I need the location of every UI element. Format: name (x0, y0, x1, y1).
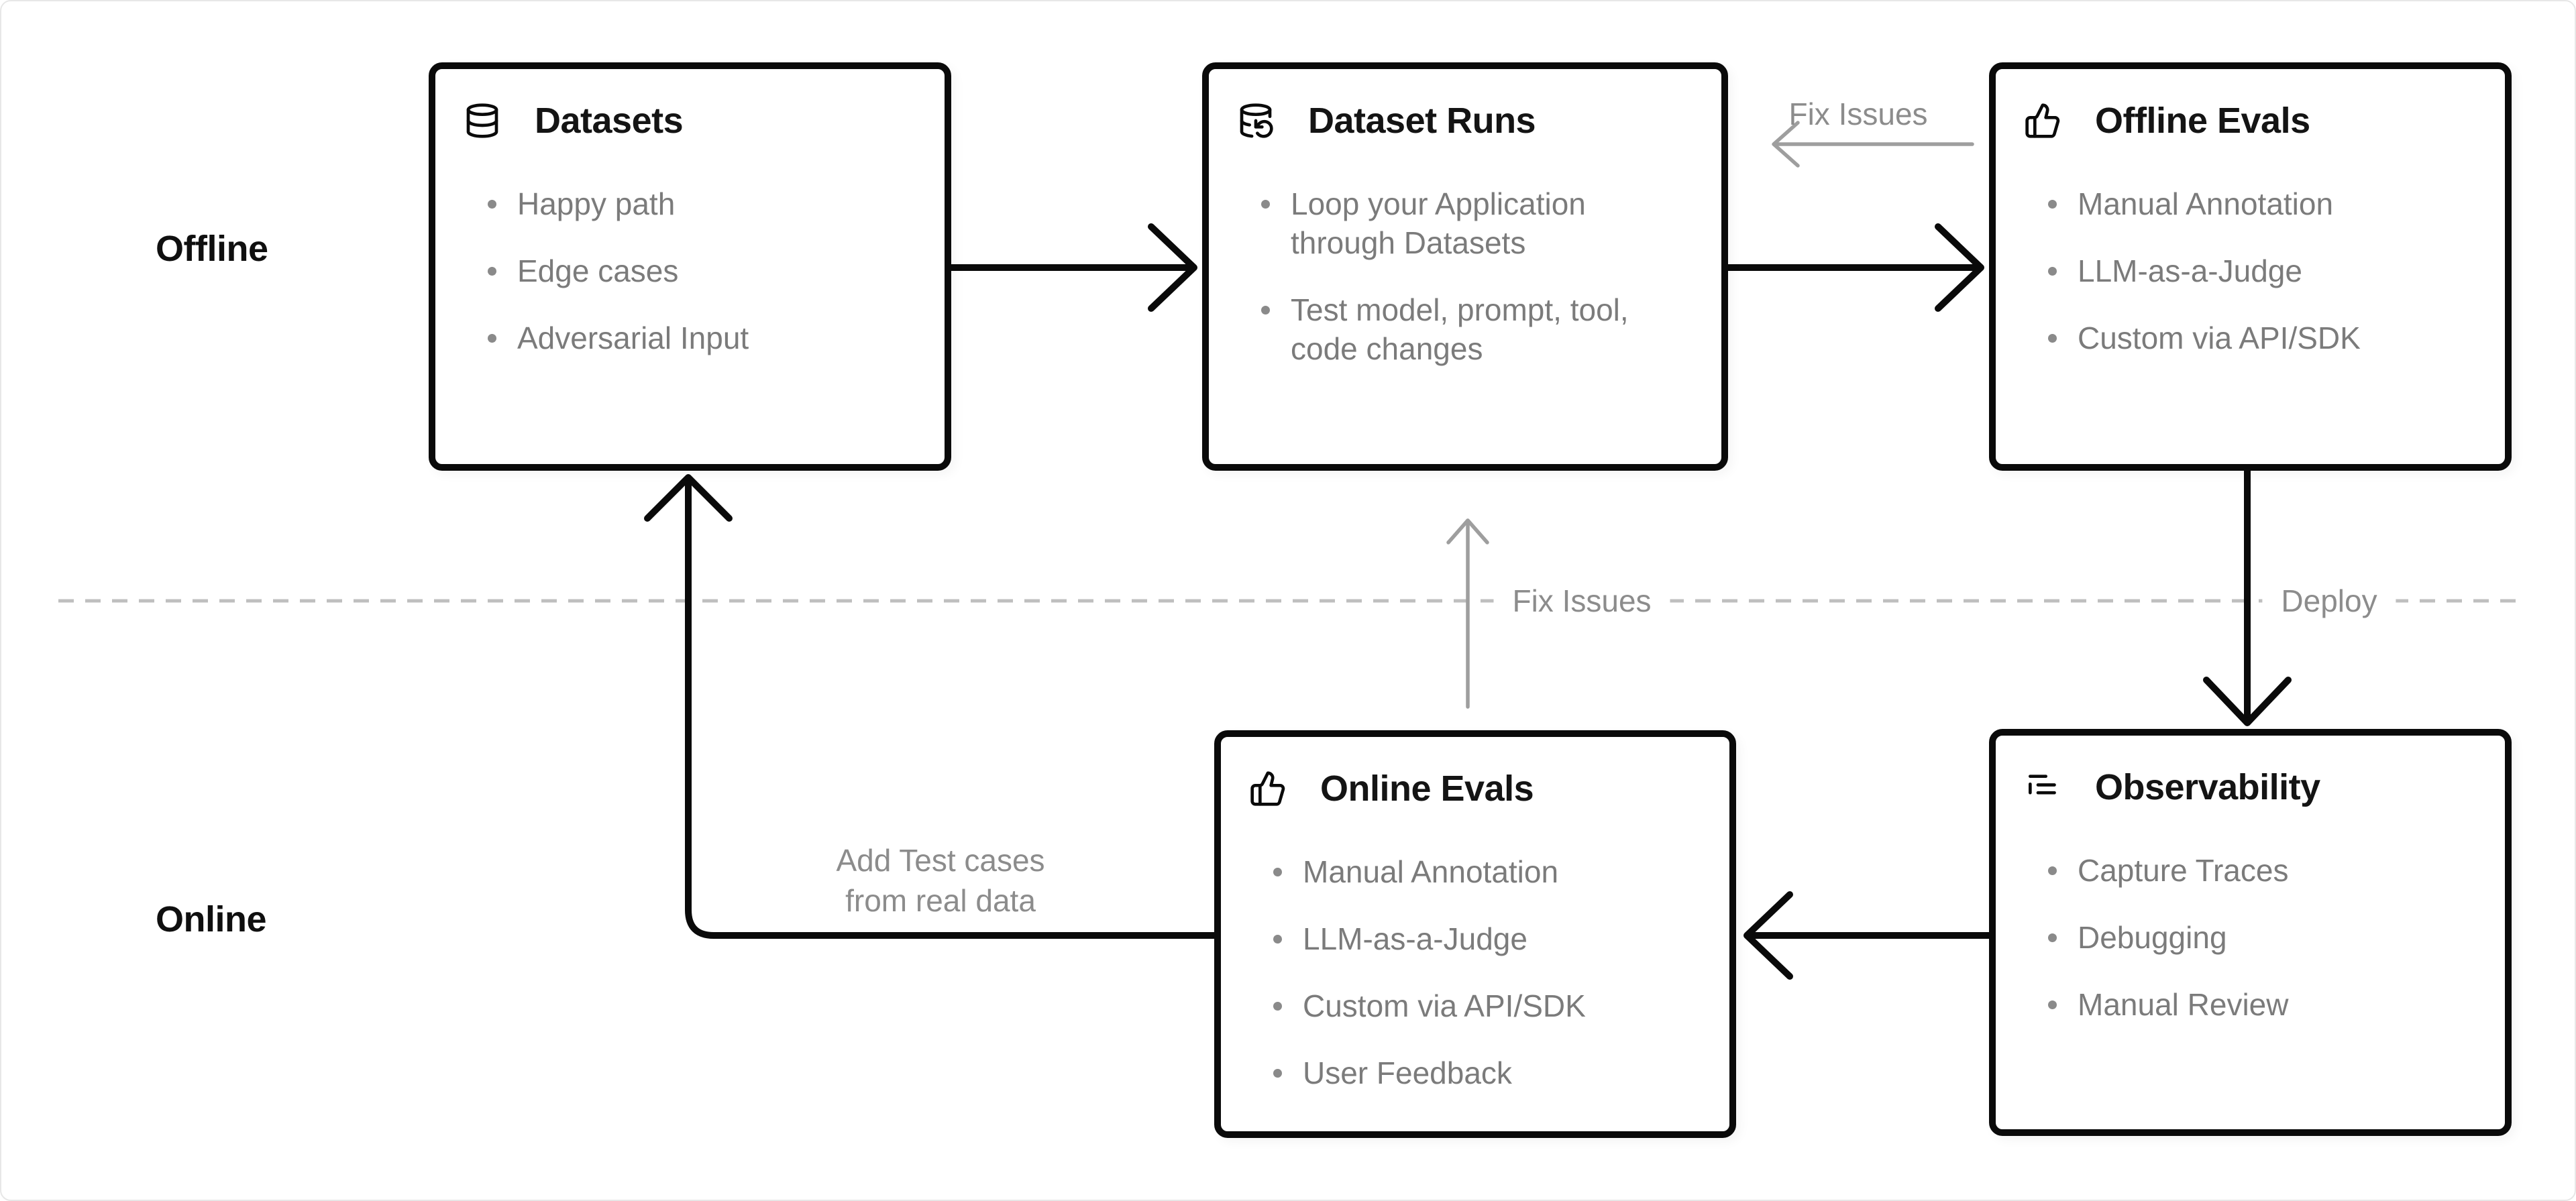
fix-issues-mid-label: Fix Issues (1493, 579, 1670, 623)
box-offline-evals: Offline Evals Manual Annotation LLM-as-a… (1989, 62, 2512, 471)
fix-issues-top-arrow (1772, 121, 1974, 168)
add-test-cases-line2: from real data (845, 883, 1036, 918)
add-test-cases-line1: Add Test cases (836, 843, 1045, 878)
list-item: Happy path (464, 184, 916, 223)
box-offline-evals-list: Manual Annotation LLM-as-a-Judge Custom … (2024, 184, 2477, 357)
list-item: Custom via API/SDK (1249, 986, 1701, 1025)
database-loop-icon (1237, 102, 1275, 139)
box-offline-evals-header: Offline Evals (2024, 100, 2477, 141)
list-item: Edge cases (464, 251, 916, 290)
thumbs-up-icon (1249, 770, 1287, 807)
list-item: Capture Traces (2024, 851, 2477, 890)
box-offline-evals-title: Offline Evals (2095, 101, 2310, 141)
box-observability-header: Observability (2024, 766, 2477, 808)
lane-label-online: Online (156, 899, 267, 939)
list-item: Manual Annotation (1249, 852, 1701, 891)
box-datasets-title: Datasets (535, 101, 684, 141)
box-observability-list: Capture Traces Debugging Manual Review (2024, 851, 2477, 1024)
list-item: LLM-as-a-Judge (2024, 251, 2477, 290)
add-test-cases-label: Add Test cases from real data (836, 840, 1044, 921)
list-item: Manual Annotation (2024, 184, 2477, 223)
list-item: LLM-as-a-Judge (1249, 919, 1701, 958)
list-item: Adversarial Input (464, 319, 916, 357)
box-datasets-list: Happy path Edge cases Adversarial Input (464, 184, 916, 357)
arrow-dataset-runs-to-offline-evals (1725, 223, 1984, 312)
box-dataset-runs-title: Dataset Runs (1308, 101, 1536, 141)
trace-list-icon (2024, 768, 2061, 806)
fix-issues-top-label: Fix Issues (1788, 97, 1928, 131)
list-item: Debugging (2024, 918, 2477, 957)
deploy-label: Deploy (2262, 579, 2396, 623)
arrow-offline-evals-to-observability (2203, 467, 2292, 726)
list-item: Test model, prompt, tool, code changes (1237, 290, 1693, 368)
box-online-evals: Online Evals Manual Annotation LLM-as-a-… (1214, 730, 1736, 1138)
box-dataset-runs: Dataset Runs Loop your Application throu… (1202, 62, 1728, 471)
list-item: Loop your Application through Datasets (1237, 184, 1693, 262)
fix-issues-mid-arrow (1446, 518, 1489, 709)
list-item: Custom via API/SDK (2024, 319, 2477, 357)
box-online-evals-title: Online Evals (1320, 768, 1534, 809)
box-observability-title: Observability (2095, 767, 2320, 807)
box-online-evals-list: Manual Annotation LLM-as-a-Judge Custom … (1249, 852, 1701, 1092)
box-dataset-runs-header: Dataset Runs (1237, 100, 1693, 141)
list-item: Manual Review (2024, 985, 2477, 1024)
box-observability: Observability Capture Traces Debugging M… (1989, 729, 2512, 1136)
box-online-evals-header: Online Evals (1249, 768, 1701, 809)
arrow-datasets-to-dataset-runs (948, 223, 1197, 312)
arrow-online-evals-to-datasets (644, 474, 1218, 939)
arrow-observability-to-online-evals (1743, 891, 1992, 980)
box-dataset-runs-list: Loop your Application through Datasets T… (1237, 184, 1693, 368)
box-datasets: Datasets Happy path Edge cases Adversari… (429, 62, 951, 471)
thumbs-up-icon (2024, 102, 2061, 139)
box-datasets-header: Datasets (464, 100, 916, 141)
list-item: User Feedback (1249, 1053, 1701, 1092)
database-icon (464, 102, 501, 139)
lane-label-offline: Offline (156, 229, 268, 269)
